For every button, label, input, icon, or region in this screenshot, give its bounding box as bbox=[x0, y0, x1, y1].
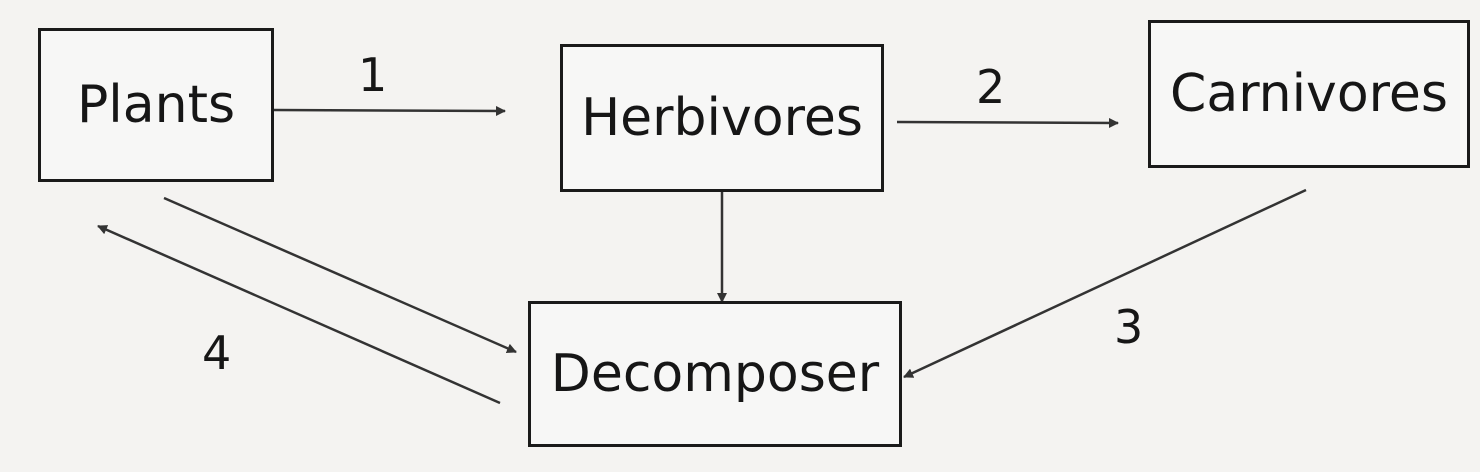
edge-label-3: 3 bbox=[1114, 300, 1144, 354]
decomposer-box: Decomposer bbox=[528, 301, 902, 447]
edge-label-4: 4 bbox=[202, 326, 232, 380]
arrow-herbivores-to-carnivores bbox=[896, 117, 1119, 128]
decomposer-label: Decomposer bbox=[550, 344, 880, 404]
edge-label-2: 2 bbox=[976, 60, 1006, 114]
arrow-plants-to-decomposer bbox=[163, 196, 517, 354]
carnivores-label: Carnivores bbox=[1170, 64, 1448, 124]
carnivores-box: Carnivores bbox=[1148, 20, 1470, 168]
herbivores-box: Herbivores bbox=[560, 44, 884, 192]
plants-box: Plants bbox=[38, 28, 274, 182]
plants-label: Plants bbox=[76, 75, 236, 135]
arrow-carnivores-to-decomposer bbox=[903, 188, 1307, 379]
arrow-decomposer-to-plants bbox=[97, 224, 501, 405]
edge-label-1: 1 bbox=[358, 48, 388, 102]
arrow-plants-to-herbivores bbox=[273, 105, 506, 116]
herbivores-label: Herbivores bbox=[581, 88, 863, 148]
